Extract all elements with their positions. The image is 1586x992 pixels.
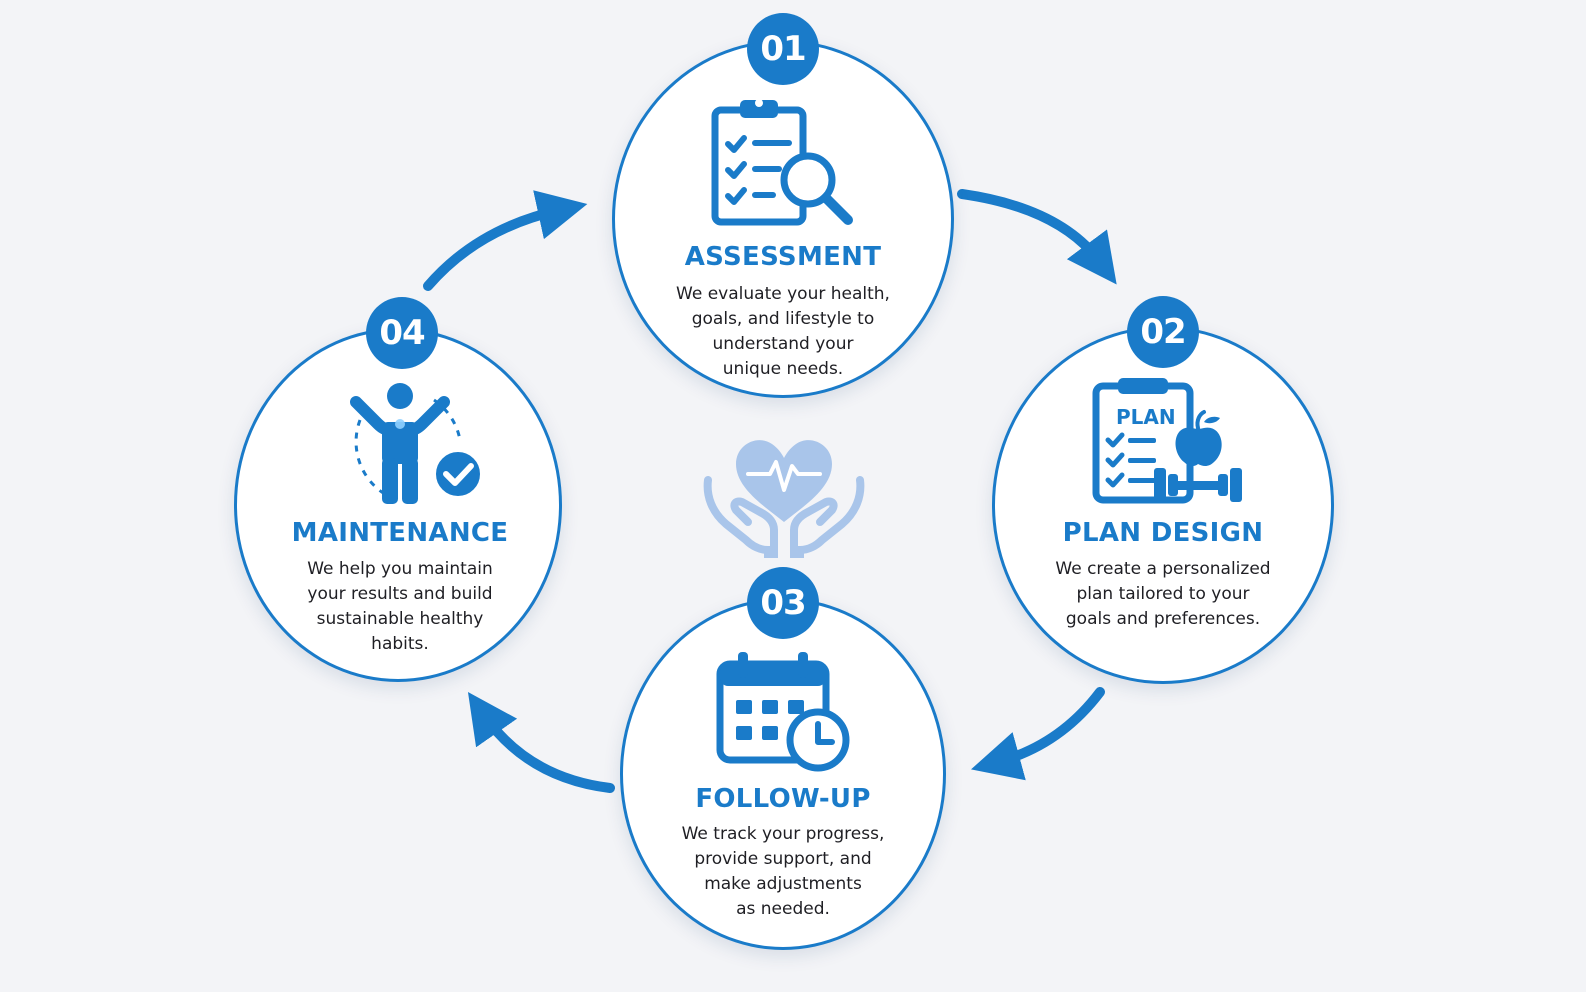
step-title: ASSESSMENT xyxy=(684,242,882,272)
arrow-maintenance-to-assessment xyxy=(423,190,588,291)
step-number-badge: 01 xyxy=(747,13,819,85)
clipboard-search-icon xyxy=(711,99,853,226)
step-title: PLAN DESIGN xyxy=(1062,518,1264,548)
step-description: We track your progress, provide support,… xyxy=(681,824,885,919)
step-title: FOLLOW-UP xyxy=(695,784,871,814)
arrow-followup-to-maintenance xyxy=(467,692,615,793)
step-number-badge: 04 xyxy=(366,297,438,369)
step-description: We create a personalized plan tailored t… xyxy=(1055,559,1271,629)
calendar-clock-icon xyxy=(716,652,850,772)
person-check-icon xyxy=(350,383,484,504)
plan-clipboard-icon: PLAN xyxy=(1092,378,1242,504)
step-description: We evaluate your health, goals, and life… xyxy=(676,284,890,379)
arrow-plan-to-followup xyxy=(970,687,1105,781)
plan-icon-label: PLAN xyxy=(1116,405,1176,429)
heart-care-hands-icon xyxy=(703,440,865,558)
step-number-badge: 03 xyxy=(747,567,819,639)
step-title: MAINTENANCE xyxy=(291,518,509,548)
step-description: We help you maintain your results and bu… xyxy=(307,559,493,654)
step-number-badge: 02 xyxy=(1127,296,1199,368)
arrow-assessment-to-plan xyxy=(957,189,1117,285)
